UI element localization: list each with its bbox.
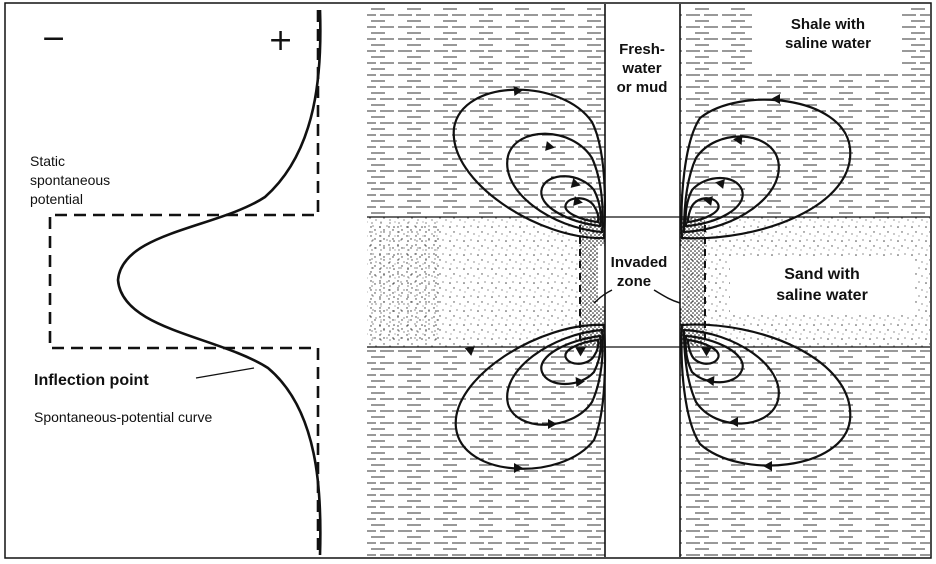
borehole-label-line2: water	[621, 60, 661, 77]
arrow-icon	[575, 377, 585, 387]
static-sp-label-line1: Static	[30, 153, 65, 169]
arrow-icon	[573, 196, 583, 206]
shale-lower-left	[367, 347, 605, 557]
current-loop	[564, 338, 600, 365]
current-loop	[686, 197, 720, 224]
invaded-zone-label-line1: Invaded	[611, 254, 668, 271]
current-loop	[540, 334, 602, 385]
borehole-label-line3: or mud	[617, 79, 668, 96]
arrow-icon	[570, 178, 581, 188]
inflection-point-label: Inflection point	[34, 372, 149, 389]
current-loop	[540, 175, 602, 228]
sp-log-panel: − + Static spontaneous potential Inflect…	[30, 9, 322, 556]
arrow-icon	[548, 419, 557, 429]
invaded-zone-right	[680, 217, 705, 347]
shale-label-line2: saline water	[785, 35, 871, 52]
negative-sign: −	[41, 21, 66, 56]
arrow-icon	[701, 347, 712, 357]
arrow-icon	[771, 94, 780, 104]
sand-label-line1: Sand with	[784, 266, 860, 283]
current-loop	[686, 338, 720, 365]
arrow-icon	[729, 417, 738, 427]
diagram-frame	[4, 2, 932, 559]
borehole-label-line1: Fresh-	[619, 41, 665, 58]
current-loop	[684, 334, 744, 384]
static-sp-label-line2: spontaneous	[30, 172, 110, 188]
invaded-zone-label-line2: zone	[617, 273, 651, 290]
shale-upper-left	[367, 4, 605, 217]
sand-label-line2: saline water	[776, 287, 868, 304]
arrow-icon	[464, 346, 475, 356]
sand-layer-left-dense	[367, 222, 442, 342]
current-loop	[682, 135, 780, 234]
arrow-icon	[703, 196, 713, 206]
arrow-icon	[715, 179, 725, 189]
invaded-leader-left	[593, 289, 613, 304]
sp-curve-label: Spontaneous-potential curve	[34, 409, 212, 425]
current-loop	[680, 98, 852, 240]
shale-lower-right	[680, 347, 930, 557]
shale-label-line1: Shale with	[791, 16, 865, 33]
current-loop	[454, 323, 607, 470]
positive-sign: +	[268, 23, 293, 58]
current-loop	[684, 177, 744, 228]
current-loops-lower-right	[680, 323, 852, 467]
current-loops-lower-left	[454, 323, 607, 470]
inflection-leader	[195, 367, 255, 379]
current-loop	[564, 197, 600, 224]
sand-label-bg	[730, 256, 915, 312]
arrow-icon	[705, 376, 715, 386]
current-loops-upper-right	[680, 98, 852, 240]
current-loop	[682, 328, 780, 425]
static-sp-line	[48, 10, 320, 555]
current-loop	[506, 328, 604, 426]
current-loop	[680, 323, 852, 467]
arrow-icon	[575, 347, 586, 357]
borehole	[605, 4, 680, 557]
formation-panel: Fresh- water or mud Shale with saline wa…	[367, 4, 930, 557]
current-direction-arrows	[464, 86, 780, 473]
arrow-icon	[514, 463, 523, 473]
invaded-leader-right	[653, 289, 681, 304]
sp-curve	[116, 9, 322, 556]
arrow-icon	[733, 135, 743, 145]
shale-label-bg	[752, 8, 902, 72]
current-loops-upper-left	[452, 88, 607, 240]
current-loop	[506, 132, 604, 234]
static-sp-label-line3: potential	[30, 191, 83, 207]
arrow-icon	[763, 461, 772, 471]
current-loop	[452, 88, 607, 240]
arrow-icon	[513, 86, 523, 96]
arrow-icon	[545, 141, 555, 151]
